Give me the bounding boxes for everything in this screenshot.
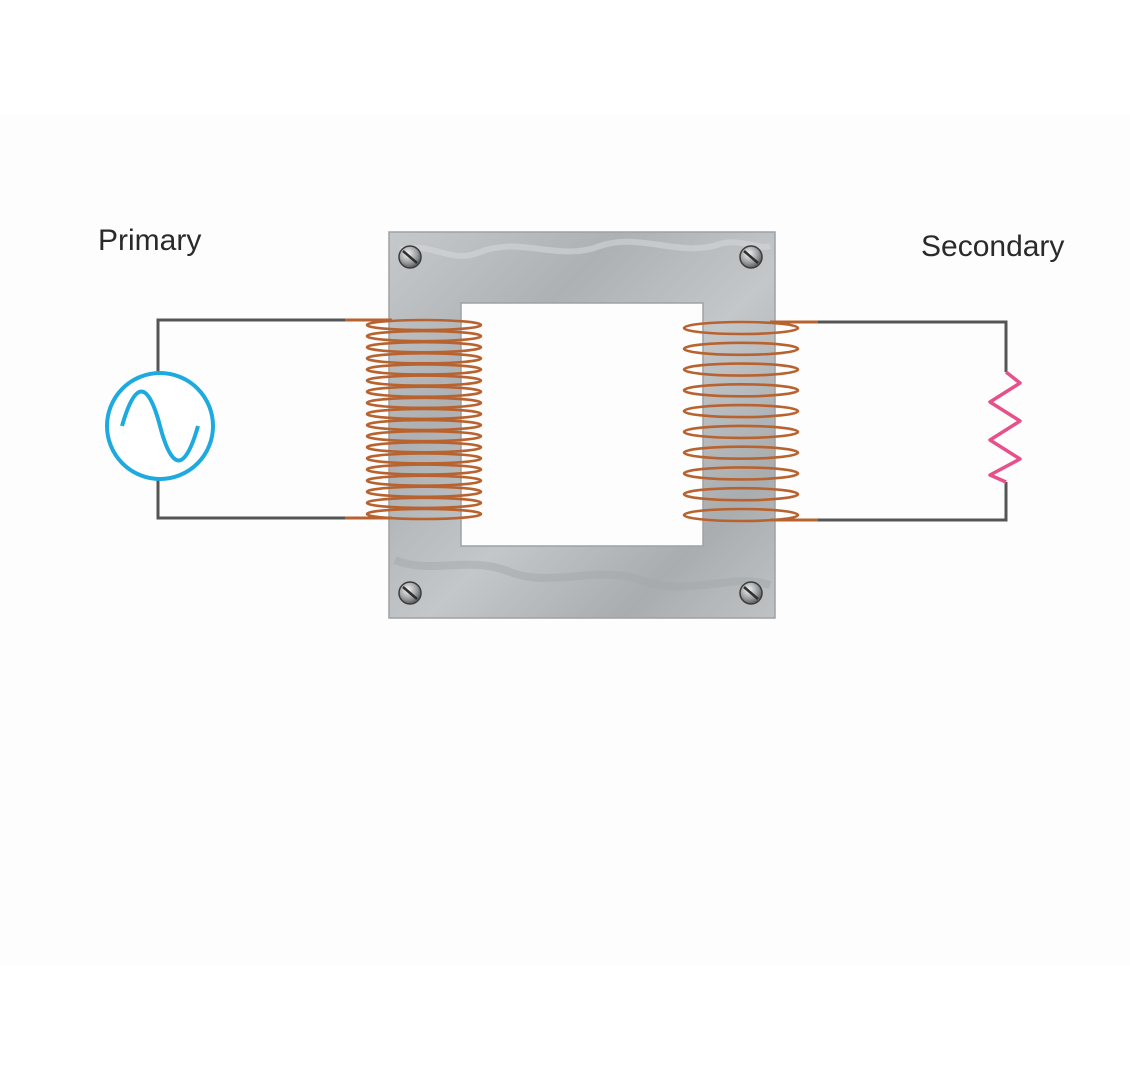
secondary-label: Secondary	[921, 230, 1065, 263]
secondary-coil-turn	[682, 507, 800, 523]
secondary-coil-turn	[682, 424, 800, 440]
primary-coil-turn	[365, 507, 483, 521]
iron-core	[388, 231, 776, 619]
secondary-coil-turn	[682, 466, 800, 481]
resistor-icon	[988, 370, 1022, 484]
secondary-coil-turn	[682, 320, 800, 336]
secondary-coil-turn	[682, 383, 800, 398]
screw-top-left-icon	[398, 245, 422, 269]
screw-bottom-left-icon	[398, 581, 422, 605]
primary-label: Primary	[98, 224, 202, 257]
primary-coil	[365, 318, 483, 521]
screw-top-right-icon	[739, 245, 763, 269]
secondary-coil-turn	[682, 403, 800, 419]
secondary-coil-turn	[682, 362, 800, 377]
primary-circuit-wires	[156, 318, 390, 520]
secondary-coil-turn	[682, 445, 800, 460]
secondary-coil	[682, 320, 800, 523]
ac-voltage-source-icon	[105, 371, 215, 481]
secondary-circuit-wires	[775, 320, 1008, 522]
screw-bottom-right-icon	[739, 581, 763, 605]
secondary-coil-turn	[682, 486, 800, 502]
secondary-coil-turn	[682, 341, 800, 357]
